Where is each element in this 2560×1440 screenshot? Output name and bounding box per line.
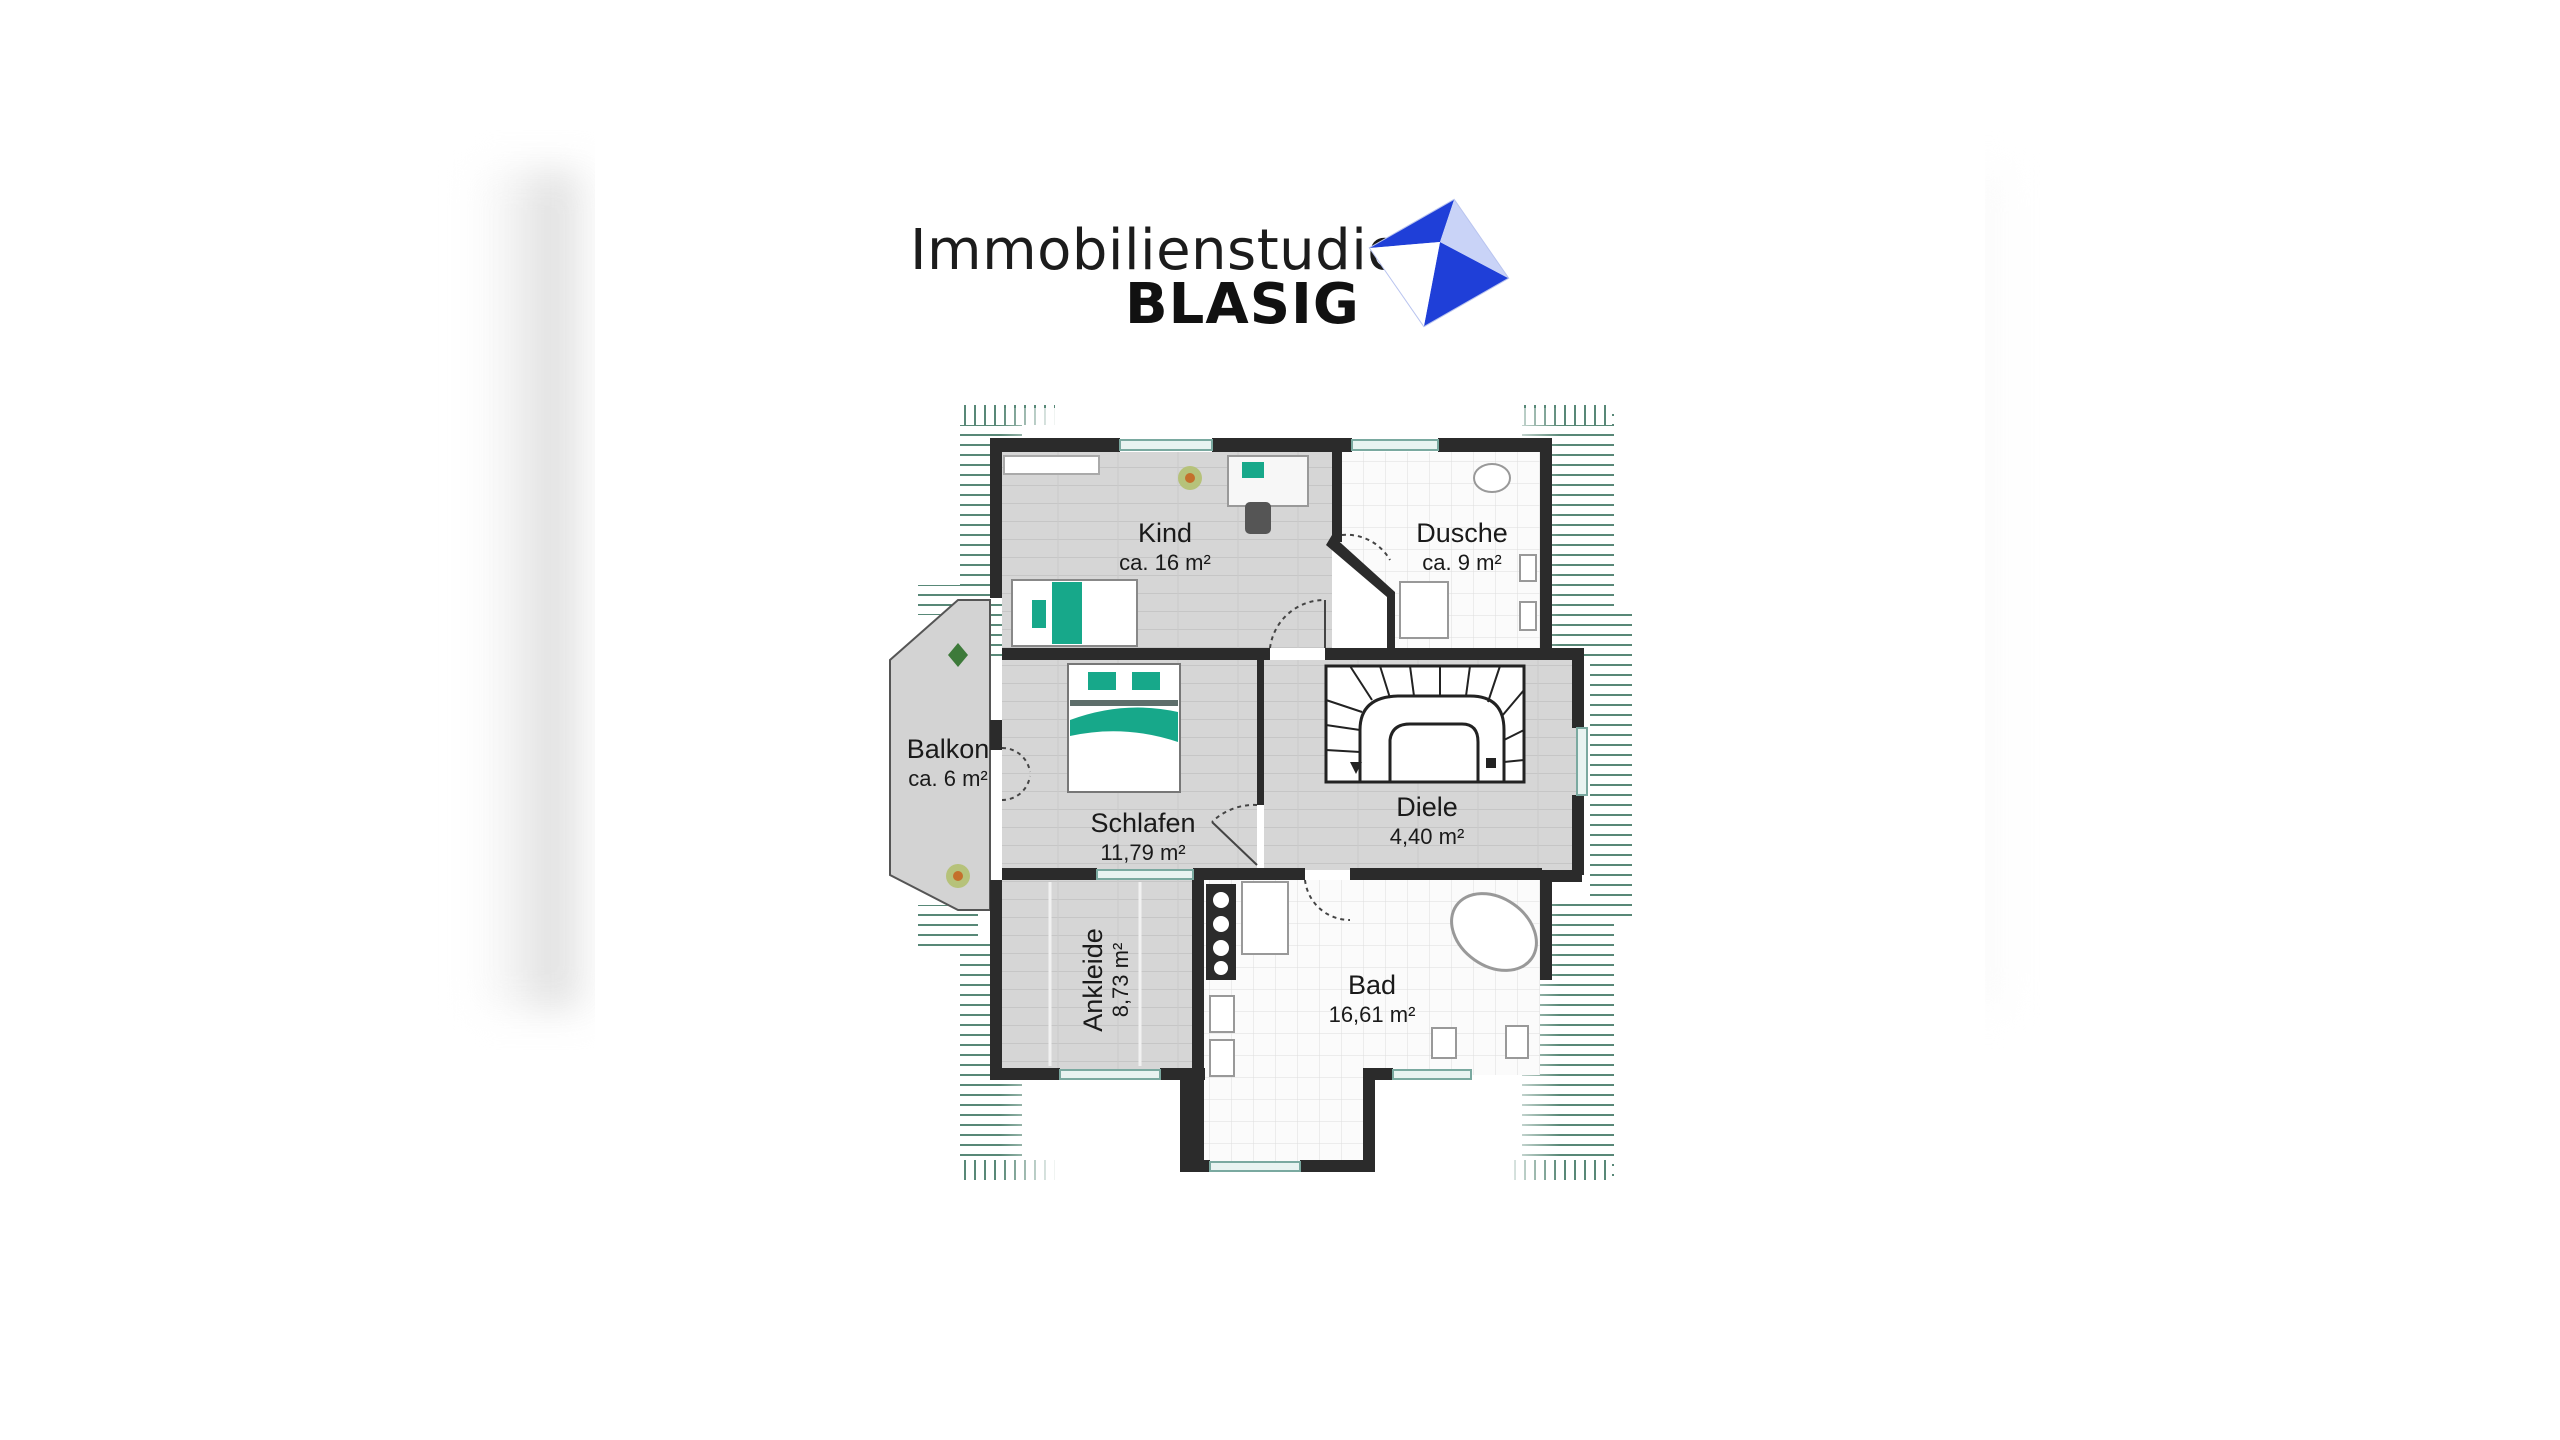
desk-icon xyxy=(1227,455,1309,534)
dusche-area: ca. 9 m² xyxy=(1422,550,1501,575)
balkon-floor xyxy=(889,599,991,911)
shower-fixtures xyxy=(1399,463,1537,639)
dusche-label: Dusche xyxy=(1416,518,1508,548)
logo-wordmark-line2: BLASIG xyxy=(1125,272,1360,337)
windows xyxy=(1059,439,1588,1172)
logo-wordmark-line1: Immobilienstudio xyxy=(910,218,1403,283)
bad-fixtures xyxy=(1209,881,1529,1077)
bad-area: 16,61 m² xyxy=(1329,1002,1416,1027)
balkon-label: Balkon xyxy=(907,734,990,764)
bad-label: Bad xyxy=(1348,970,1396,1000)
kind-label: Kind xyxy=(1138,518,1192,548)
doors xyxy=(1001,533,1391,922)
diele-label: Diele xyxy=(1396,792,1458,822)
logo-diamond-icon xyxy=(1368,198,1510,328)
balkon-area: ca. 6 m² xyxy=(908,766,987,791)
background-blur-left xyxy=(470,170,595,1010)
walls xyxy=(990,438,1584,1172)
kind-bed-icon xyxy=(1011,579,1138,647)
kind-area: ca. 16 m² xyxy=(1119,550,1211,575)
schlafen-label: Schlafen xyxy=(1090,808,1195,838)
kind-shelf xyxy=(1003,455,1100,475)
diele-area: 4,40 m² xyxy=(1390,824,1465,849)
bathtub-icon xyxy=(1450,892,1538,972)
plant-icon xyxy=(1178,466,1202,490)
staircase-icon xyxy=(1324,664,1526,784)
wardrobe-lines xyxy=(1048,882,1142,1066)
ankleide-floor xyxy=(1002,880,1192,1075)
stove-icon xyxy=(1206,884,1236,980)
schlafen-area: 11,79 m² xyxy=(1100,840,1185,865)
ankleide-label: Ankleide xyxy=(1078,928,1108,1032)
bad-lower-floor xyxy=(1203,1075,1363,1168)
balkon-plant-icon xyxy=(946,643,970,888)
ankleide-area: 8,73 m² xyxy=(1108,943,1133,1018)
double-bed-icon xyxy=(1067,663,1181,793)
dusche-floor xyxy=(1332,452,1540,648)
